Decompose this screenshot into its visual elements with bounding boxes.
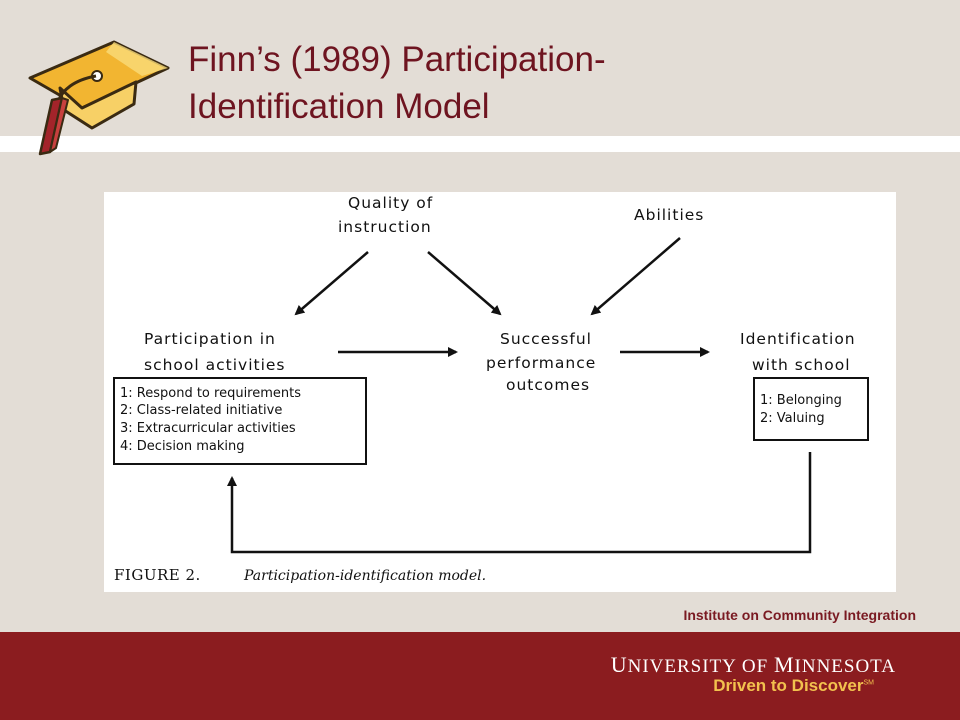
- figure-caption-label: FIGURE 2.: [114, 566, 201, 584]
- arrow-abilities-to-outcomes: [590, 237, 681, 316]
- outcomes-label-line2: performance: [486, 354, 596, 372]
- model-diagram: Quality of instruction Abilities Partici…: [113, 194, 869, 584]
- participation-list-item: 4: Decision making: [120, 439, 245, 454]
- title-divider-strip: [0, 136, 960, 152]
- participation-list-item: 2: Class-related initiative: [120, 403, 282, 418]
- outcomes-label-line3: outcomes: [506, 376, 590, 394]
- arrow-quality-to-participation: [294, 251, 369, 316]
- outcomes-label-line1: Successful: [500, 330, 592, 348]
- quality-label-line1: Quality of: [348, 194, 433, 212]
- abilities-label: Abilities: [634, 206, 704, 224]
- institute-name: Institute on Community Integration: [683, 607, 916, 623]
- footer-band: UNIVERSITY OF MINNESOTA Driven to Discov…: [0, 632, 960, 720]
- university-wordmark: UNIVERSITY OF MINNESOTA: [610, 652, 896, 677]
- participation-list-item: 1: Respond to requirements: [120, 386, 301, 401]
- participation-label-line1: Participation in: [144, 330, 276, 348]
- identification-list-item: 2: Valuing: [760, 411, 825, 426]
- identification-label-line2: with school: [752, 356, 851, 374]
- model-figure: Quality of instruction Abilities Partici…: [104, 192, 896, 592]
- tagline: Driven to DiscoverSM: [713, 676, 874, 695]
- slide-title: Finn’s (1989) Participation- Identificat…: [188, 36, 928, 130]
- participation-list-box: [113, 377, 367, 465]
- quality-label-line2: instruction: [338, 218, 432, 236]
- participation-list-item: 3: Extracurricular activities: [120, 421, 296, 436]
- title-line-1: Finn’s (1989) Participation-: [188, 40, 606, 79]
- arrow-quality-to-outcomes: [427, 251, 502, 316]
- identification-list-item: 1: Belonging: [760, 393, 842, 408]
- graduation-cap-icon: [28, 40, 170, 156]
- title-line-2: Identification Model: [188, 87, 490, 126]
- identification-label-line1: Identification: [740, 330, 856, 348]
- participation-label-line2: school activities: [144, 356, 286, 374]
- arrow-feedback-identification-to-participation: [227, 452, 812, 554]
- identification-list-box: [753, 377, 869, 441]
- figure-caption-text: Participation-identification model.: [243, 568, 486, 584]
